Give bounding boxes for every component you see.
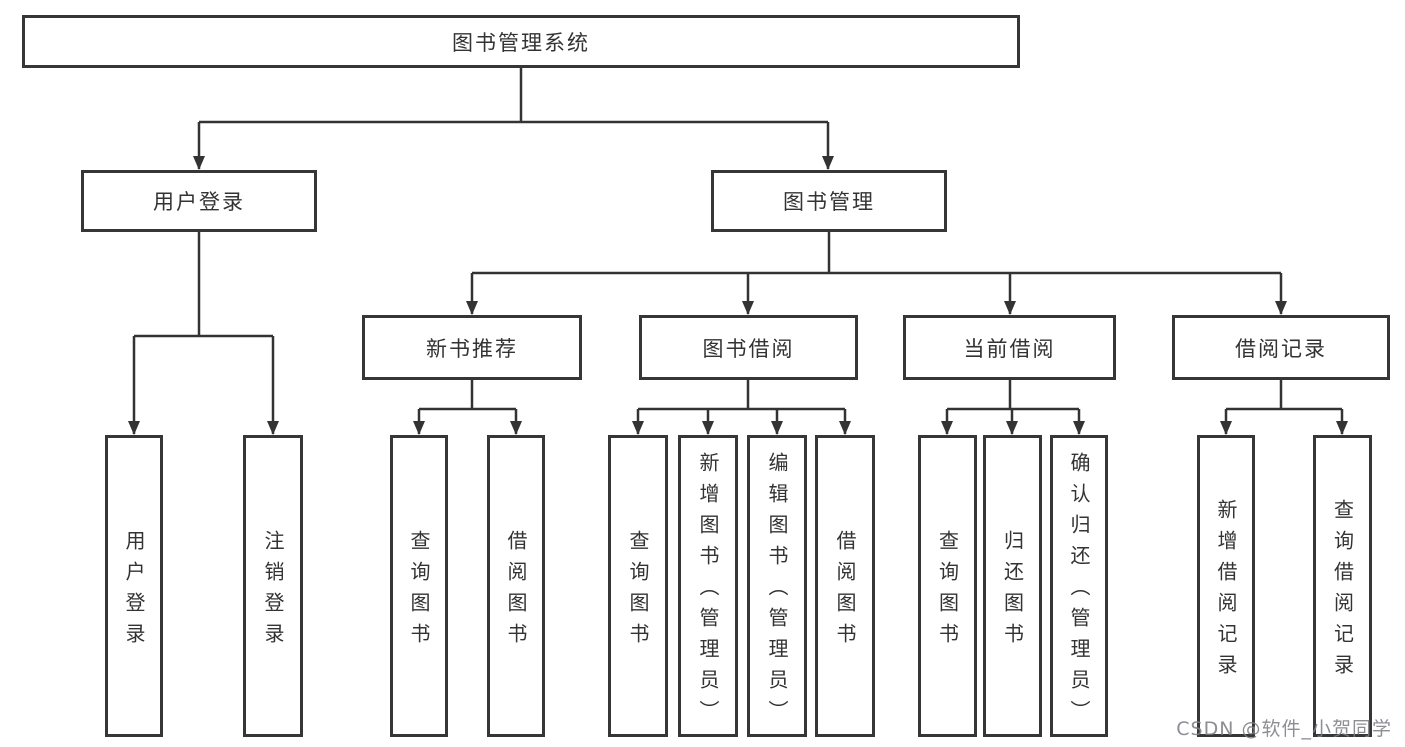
leaf-borrow-book-label: 借阅图书 [833,529,857,654]
edges-borrow-record-to-leaves [1220,380,1348,435]
leaf-add-book-admin-label: 新增图书（管理员） [696,452,720,731]
node-current-borrow-label: 当前借阅 [963,336,1056,361]
leaf-add-borrow-record: 新增借阅记录 [1197,435,1255,737]
leaf-confirm-return-admin-label: 确认归还（管理员） [1067,452,1091,731]
leaf-return-book-label: 归还图书 [1000,529,1025,654]
leaf-return-book: 归还图书 [983,435,1042,737]
leaf-query-borrow-record: 查询借阅记录 [1313,435,1372,737]
edges-user-login-to-leaves [128,232,279,435]
leaf-query-book-rec-label: 查询图书 [407,529,431,654]
leaf-edit-book-admin: 编辑图书（管理员） [747,435,807,737]
node-book-mgmt-label: 图书管理 [783,190,875,214]
node-book-borrow-label: 图书借阅 [702,336,795,361]
edges-book-mgmt-to-level3 [466,232,1287,315]
leaf-add-book-admin: 新增图书（管理员） [678,435,738,737]
leaf-borrow-book-rec-label: 借阅图书 [504,529,528,654]
leaf-edit-book-admin-label: 编辑图书（管理员） [765,452,789,731]
edges-current-borrow-to-leaves [941,380,1085,435]
node-book-mgmt: 图书管理 [711,170,947,232]
leaf-borrow-book-rec: 借阅图书 [487,435,545,737]
node-root-label: 图书管理系统 [452,30,590,55]
node-user-login-label: 用户登录 [153,190,245,214]
leaf-query-book-current: 查询图书 [918,435,977,737]
leaf-logout-label: 注销登录 [261,529,285,654]
leaf-query-book-borrow-label: 查询图书 [626,529,650,654]
leaf-borrow-book: 借阅图书 [815,435,875,737]
node-user-login: 用户登录 [81,170,317,232]
leaf-user-login-label: 用户登录 [122,529,146,654]
leaf-query-borrow-record-label: 查询借阅记录 [1330,498,1355,685]
leaf-user-login: 用户登录 [105,435,163,737]
node-new-book-rec-label: 新书推荐 [426,336,518,361]
leaf-confirm-return-admin: 确认归还（管理员） [1050,435,1108,737]
leaf-query-book-rec: 查询图书 [390,435,448,737]
leaf-add-borrow-record-label: 新增借阅记录 [1214,498,1238,685]
leaf-query-book-current-label: 查询图书 [935,529,960,654]
leaf-logout: 注销登录 [243,435,303,737]
node-borrow-record-label: 借阅记录 [1235,336,1327,361]
node-borrow-record: 借阅记录 [1172,315,1390,380]
edges-new-book-rec-to-leaves [413,380,522,435]
node-root: 图书管理系统 [22,15,1020,68]
watermark: CSDN @软件_小贺同学 [1176,718,1392,740]
node-current-borrow: 当前借阅 [903,315,1116,380]
edges-root-to-level2 [193,68,834,170]
leaf-query-book-borrow: 查询图书 [608,435,668,737]
node-new-book-rec: 新书推荐 [362,315,582,380]
node-book-borrow: 图书借阅 [639,315,858,380]
edges-book-borrow-to-leaves [632,380,851,435]
